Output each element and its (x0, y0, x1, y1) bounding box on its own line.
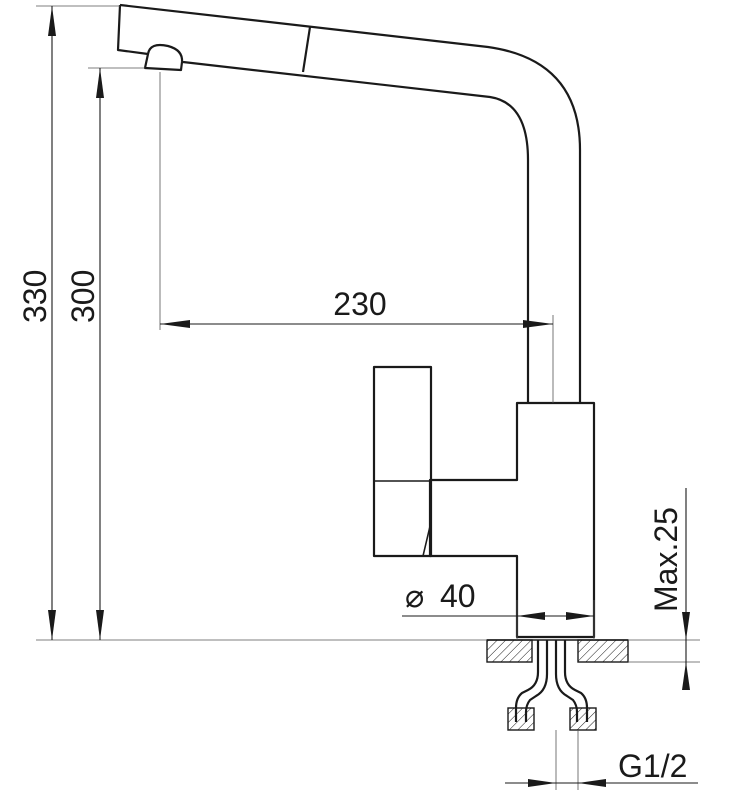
dimension-countertop-thickness (628, 488, 700, 690)
label-total-height: 330 (17, 270, 53, 323)
label-spout-height: 300 (65, 270, 101, 323)
label-max-countertop: Max.25 (648, 507, 684, 612)
spout-inner-edge (182, 60, 530, 403)
dimension-base-diameter (402, 600, 595, 640)
countertop-left (486, 639, 533, 663)
spout-joint-line (301, 26, 312, 73)
label-thread: G1/2 (618, 748, 687, 784)
lever-handle (372, 365, 433, 558)
nozzle-head (143, 43, 184, 72)
hose-fitting-right (569, 707, 597, 731)
diameter-symbol: ⌀ (405, 578, 424, 614)
hose-fitting-left (507, 707, 535, 731)
label-base-diameter: 40 (440, 578, 476, 614)
spout-outer-edge (119, 3, 582, 403)
label-reach: 230 (333, 286, 386, 322)
faucet-body (428, 401, 596, 639)
dimension-thread (505, 730, 698, 790)
spout-end-cap (116, 4, 149, 56)
countertop-right (577, 639, 629, 663)
dimension-total-height (36, 5, 487, 641)
dimension-spout-height (88, 67, 145, 640)
faucet-outline (116, 3, 582, 403)
dimension-reach (159, 72, 554, 403)
supply-hoses (507, 640, 597, 731)
lever-bevel (422, 521, 432, 557)
